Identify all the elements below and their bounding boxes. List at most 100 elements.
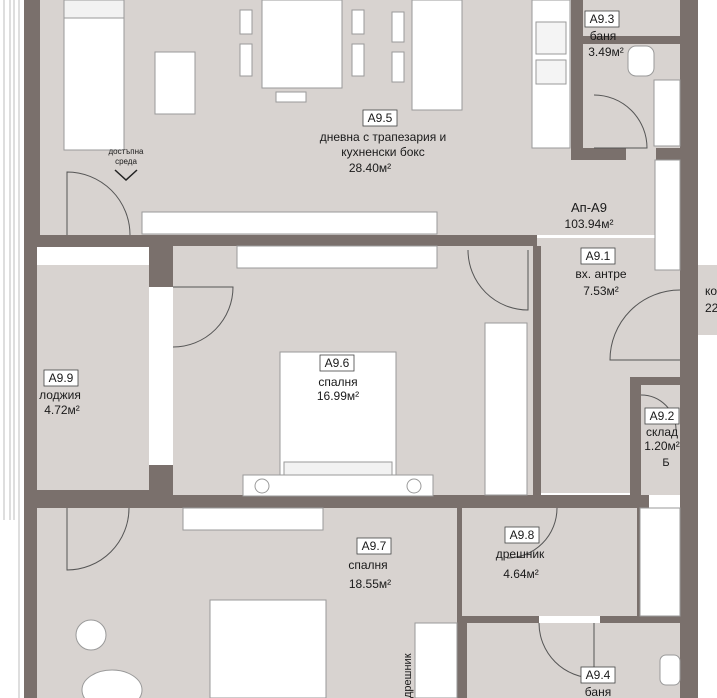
wall — [533, 246, 541, 496]
chair — [351, 9, 365, 35]
dining-table — [261, 0, 343, 89]
floor-closet-a98 — [462, 508, 637, 616]
accessibility-note-line2: среда — [115, 157, 137, 166]
nightstand-lamp — [406, 478, 422, 494]
label-box-a93 — [584, 10, 620, 28]
label-box-a95 — [362, 109, 398, 127]
wardrobe-bedroom-a97 — [182, 507, 324, 531]
label-box-a97 — [356, 537, 392, 555]
room-code-a99: А9.9 — [49, 371, 74, 385]
room-name-a99: лоджия — [39, 388, 81, 402]
wardrobe-vertical-label: дрешник — [402, 653, 414, 698]
doors — [66, 94, 681, 679]
wall — [630, 377, 680, 385]
chair — [239, 9, 253, 35]
nightstand-lamp — [254, 478, 270, 494]
wall — [149, 246, 173, 265]
floor-bath-a94 — [467, 623, 682, 698]
room-area-a97: 18.55м² — [349, 577, 391, 591]
round-table — [75, 619, 107, 651]
kitchen-island — [411, 0, 463, 111]
stool — [391, 11, 405, 43]
room-code-a95: А9.5 — [368, 111, 393, 125]
toilet — [627, 45, 655, 77]
room-name-a97: спалня — [348, 558, 387, 572]
room-code-a94: А9.4 — [586, 668, 611, 682]
room-code-a92: А9.2 — [650, 409, 675, 423]
accessibility-arrow-icon — [114, 169, 138, 182]
walls — [24, 0, 698, 698]
apartment-code: Ап-А9 — [571, 200, 607, 215]
wardrobe-a94 — [414, 622, 458, 698]
room-name-a98: дрешник — [496, 547, 545, 561]
stove — [535, 59, 567, 85]
corridor-partial-name: ко — [705, 284, 717, 298]
wall — [457, 508, 462, 698]
chair — [239, 43, 253, 77]
wall — [680, 0, 698, 698]
room-area-a92: 1.20м² — [644, 439, 680, 453]
bed-a97 — [209, 599, 327, 698]
wall — [571, 0, 583, 160]
wall — [571, 148, 626, 160]
corridor-partial-area: 22 — [705, 301, 717, 315]
wall — [637, 508, 641, 616]
wardrobe-bedroom-a96 — [236, 245, 438, 269]
room-name-a93: баня — [590, 29, 616, 43]
room-area-a96: 16.99м² — [317, 389, 359, 403]
wardrobe-a98 — [639, 507, 681, 617]
label-box-a91 — [580, 247, 616, 265]
storage-letter: Б — [662, 457, 669, 469]
apartment-area: 103.94м² — [565, 217, 614, 231]
wall — [656, 148, 680, 160]
wall — [137, 235, 537, 246]
wall — [457, 616, 539, 623]
chair — [275, 91, 307, 103]
room-code-a96: А9.6 — [325, 356, 350, 370]
room-name-a95-line2: кухненски бокс — [341, 145, 425, 159]
room-name-a91: вх. антре — [575, 267, 627, 281]
wall — [24, 247, 37, 698]
label-box-a96 — [319, 354, 355, 372]
room-name-a94: баня — [585, 685, 611, 698]
door-a98 — [506, 507, 558, 559]
wardrobe-living — [141, 211, 438, 235]
room-area-a98: 4.64м² — [503, 567, 539, 581]
sofa-back — [63, 0, 125, 19]
room-area-a95: 28.40м² — [349, 161, 391, 175]
wall — [149, 265, 173, 287]
wall — [462, 623, 467, 698]
label-box-a94 — [580, 666, 616, 684]
sofa — [63, 0, 125, 151]
furniture — [63, 0, 681, 698]
floor-areas — [37, 0, 717, 698]
desk-a96 — [484, 322, 528, 496]
entrance-cabinet — [654, 159, 681, 271]
bath-vanity — [653, 79, 681, 147]
sink — [535, 21, 567, 55]
label-box-a92 — [644, 407, 680, 425]
headboard-a96 — [242, 474, 434, 497]
accessibility-note-line1: достъпна — [109, 147, 145, 156]
wall — [600, 616, 682, 623]
label-box-a99 — [43, 369, 79, 387]
room-name-a96: спалня — [318, 375, 357, 389]
door-loggia-top — [66, 171, 131, 236]
stool — [391, 51, 405, 83]
door-a96 — [172, 286, 234, 348]
room-code-a98: А9.8 — [510, 528, 535, 542]
label-box-a98 — [504, 526, 540, 544]
toilet-a94 — [659, 654, 681, 686]
wall — [24, 235, 172, 247]
wall — [24, 0, 40, 235]
door-a96-entrance — [467, 249, 529, 311]
room-code-a91: А9.1 — [586, 249, 611, 263]
wall — [149, 495, 649, 508]
room-labels: А9.5 дневна с трапезария и кухненски бок… — [39, 12, 717, 698]
label-boxes — [43, 10, 680, 684]
coffee-table — [154, 51, 196, 115]
room-area-a93: 3.49м² — [588, 45, 624, 59]
door-loggia-bottom — [66, 507, 130, 571]
room-name-a92: склад — [646, 425, 678, 439]
room-area-a91: 7.53м² — [583, 284, 619, 298]
